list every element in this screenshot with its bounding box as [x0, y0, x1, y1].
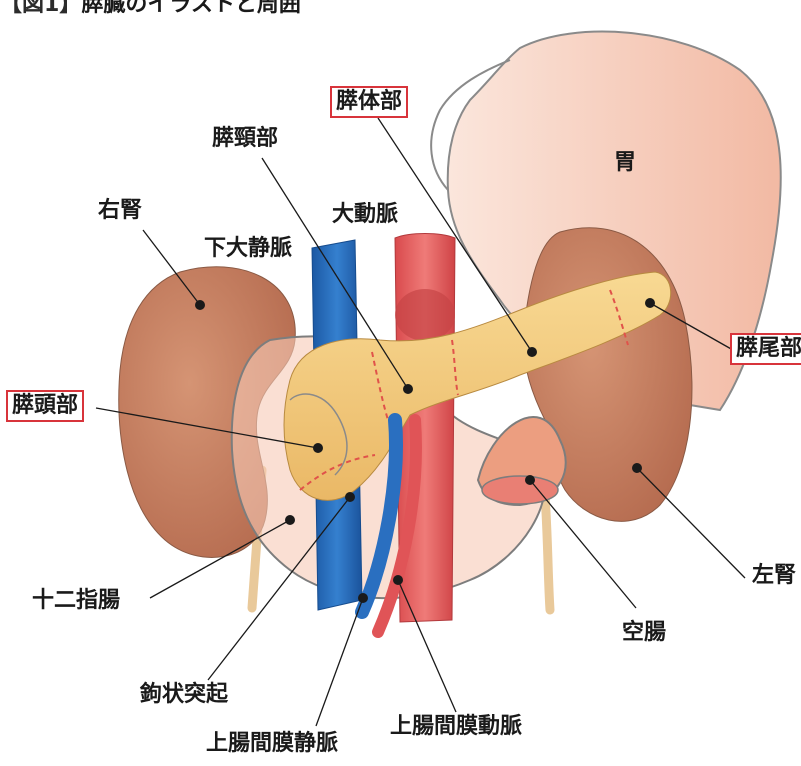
label-duodenum: 十二指腸	[32, 590, 120, 612]
label-ivc: 下大静脈	[204, 238, 292, 260]
figure-number: 【図1】	[0, 0, 81, 17]
left-ureter	[545, 495, 550, 610]
label-pancreas-neck: 膵頸部	[212, 128, 278, 150]
figure-caption: 膵臓のイラストと周囲	[81, 0, 301, 17]
label-right-kidney: 右腎	[98, 200, 142, 222]
label-left-kidney: 左腎	[752, 565, 796, 587]
label-pancreas-body: 膵体部	[330, 86, 408, 118]
figure-title: 【図1】膵臓のイラストと周囲	[0, 0, 301, 18]
label-stomach: 胃	[614, 152, 636, 174]
label-smv: 上腸間膜静脈	[206, 733, 338, 755]
label-aorta: 大動脈	[332, 204, 398, 226]
label-pancreas-tail: 膵尾部	[730, 333, 801, 365]
label-sma: 上腸間膜動脈	[390, 716, 522, 738]
label-uncinate-process: 鉤状突起	[140, 684, 228, 706]
label-pancreas-head: 膵頭部	[6, 390, 84, 422]
label-jejunum: 空腸	[622, 622, 666, 644]
